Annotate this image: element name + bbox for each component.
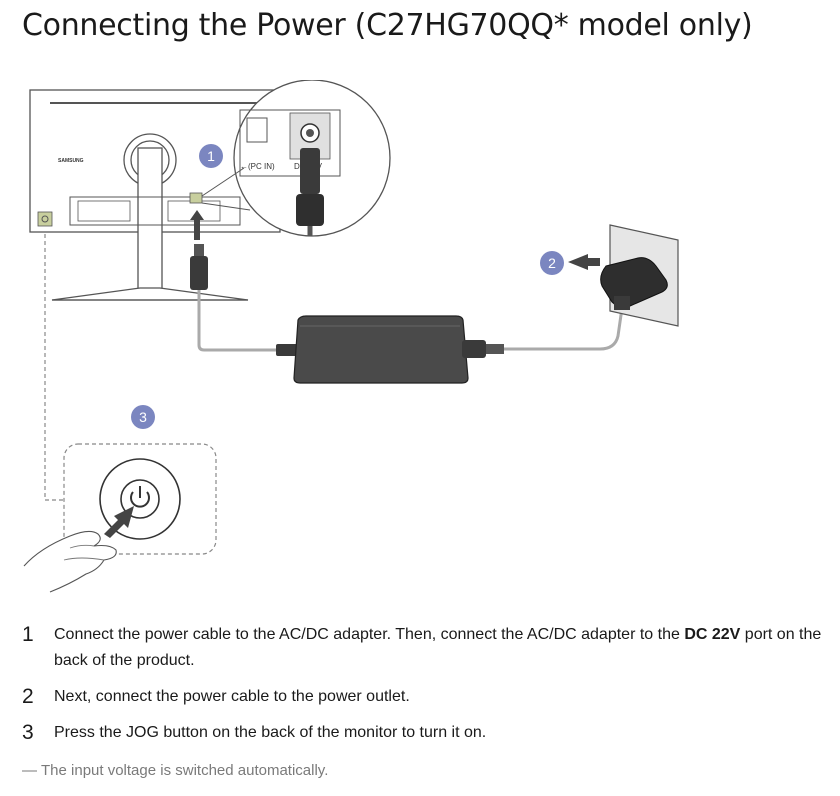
step-text: Next, connect the power cable to the pow… — [54, 688, 410, 705]
svg-text:3: 3 — [139, 409, 147, 425]
svg-text:1: 1 — [207, 148, 215, 164]
jog-button-highlight — [37, 211, 53, 227]
note-text: The input voltage is switched automatica… — [41, 762, 329, 779]
step-text: Press the JOG button on the back of the … — [54, 724, 487, 741]
ac-dc-adapter — [293, 315, 504, 384]
step-text: Connect the power cable to the AC/DC ada… — [54, 626, 822, 669]
hand-icon — [23, 530, 117, 593]
brand-label: SAMSUNG — [58, 158, 84, 164]
up-arrow-icon — [190, 210, 204, 240]
step-number: 3 — [22, 721, 34, 744]
ac-cable — [504, 307, 624, 351]
callout-1: 1 — [199, 144, 223, 168]
press-arrow-icon — [104, 506, 134, 538]
page-title: Connecting the Power (C27HG70QQ* model o… — [22, 8, 753, 43]
svg-text:2: 2 — [548, 255, 556, 271]
voltage-note: ―The input voltage is switched automatic… — [22, 762, 328, 779]
step-number: 1 — [22, 623, 34, 646]
dc-22v-emphasis: DC 22V — [684, 626, 741, 643]
power-icon — [130, 491, 150, 508]
instruction-steps: 1 Connect the power cable to the AC/DC a… — [22, 622, 832, 756]
wall-outlet — [568, 224, 679, 327]
step-3: 3 Press the JOG button on the back of th… — [22, 720, 832, 746]
step-2: 2 Next, connect the power cable to the p… — [22, 684, 832, 710]
callout-3: 3 — [131, 405, 155, 429]
right-arrow-icon — [568, 254, 600, 270]
pc-in-label: ←(PC IN) — [240, 162, 275, 171]
step-number: 2 — [22, 685, 34, 708]
power-connection-diagram: SAMSUNG ←(PC IN) DC 22V — [23, 80, 679, 593]
dc-port-highlight — [189, 192, 203, 204]
note-marker: ― — [22, 762, 37, 779]
dc-cable — [190, 210, 298, 356]
port-zoom-view: ←(PC IN) DC 22V — [201, 80, 391, 237]
jog-button-zoom — [23, 234, 217, 593]
step-1: 1 Connect the power cable to the AC/DC a… — [22, 622, 832, 674]
callout-2: 2 — [540, 251, 564, 275]
